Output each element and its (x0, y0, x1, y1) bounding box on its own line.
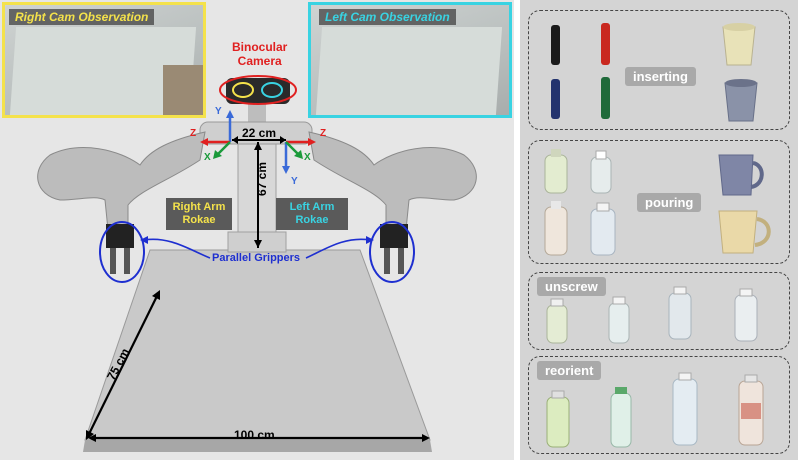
left-cam-title: Left Cam Observation (319, 9, 456, 25)
left-arm-label-line1: Left Arm (289, 201, 335, 213)
right-gripper-finger-1 (110, 248, 116, 274)
table-front-edge (83, 440, 432, 452)
table-top (84, 249, 431, 441)
left-arm-label: Left Arm Rokae (276, 198, 348, 230)
right-arm-label-line2: Rokae (182, 214, 216, 226)
right-gripper-connector (143, 238, 211, 259)
pouring-bottles (544, 149, 616, 256)
right-arm-body (37, 131, 206, 233)
binocular-label-line2: Camera (237, 54, 282, 68)
task-group-inserting: inserting (528, 10, 790, 130)
task-label-reorient: reorient (537, 361, 602, 380)
cups (722, 23, 758, 122)
right-axis-y-label: Y (215, 106, 222, 117)
grippers-label: Parallel Grippers (212, 252, 301, 264)
left-gripper-finger-2 (398, 248, 404, 274)
depth-line (87, 293, 159, 437)
binocular-highlight (219, 75, 297, 105)
task-objects-panel: inserting pouring unscrew (520, 0, 798, 460)
right-arm-label: Right Arm Rokae (166, 198, 232, 230)
right-gripper-finger-2 (124, 248, 130, 274)
width-top-label: 22 cm (242, 126, 277, 140)
left-axis-x-label: X (304, 152, 311, 163)
marker-pens (551, 23, 610, 119)
left-gripper-highlight (369, 221, 415, 283)
left-arm-body (308, 131, 477, 233)
right-cam-title: Right Cam Observation (9, 9, 155, 25)
right-axis-x-label: X (204, 152, 211, 163)
left-arm-label-line2: Rokae (295, 214, 329, 226)
left-gripper-connector (305, 238, 371, 259)
left-axis-z-label: Z (320, 128, 327, 139)
right-gripper-highlight (99, 221, 145, 283)
right-cam-floor (163, 65, 203, 115)
binocular-label-line1: Binocular (232, 40, 288, 54)
binocular-camera-label: Binocular Camera (232, 40, 287, 68)
robot-setup-photo: Right Cam Observation Left Cam Observati… (0, 0, 514, 460)
right-axis-z-label: Z (190, 128, 197, 139)
task-label-unscrew: unscrew (537, 277, 606, 296)
scene-drawing (37, 75, 477, 452)
left-cam-table (315, 27, 503, 115)
right-gripper-body (106, 224, 134, 248)
left-lens-highlight (261, 82, 283, 98)
mugs (718, 154, 771, 254)
left-gripper-finger-1 (384, 248, 390, 274)
task-label-inserting: inserting (625, 67, 696, 86)
task-label-pouring: pouring (637, 193, 702, 212)
reorient-bottles (546, 372, 764, 448)
binocular-camera (226, 78, 290, 104)
right-cam-observation: Right Cam Observation (2, 2, 206, 118)
height-label: 67 cm (255, 161, 269, 196)
right-lens-highlight (232, 82, 254, 98)
width-bottom-label: 100 cm (234, 428, 275, 442)
task-group-pouring: pouring (528, 140, 790, 264)
task-group-reorient: reorient (528, 356, 790, 454)
right-arm-label-line1: Right Arm (172, 201, 226, 213)
unscrew-bottles (546, 286, 758, 344)
left-axis-y-label: Y (291, 176, 298, 187)
left-cam-observation: Left Cam Observation (308, 2, 512, 118)
left-gripper-body (380, 224, 408, 248)
task-group-unscrew: unscrew (528, 272, 790, 350)
